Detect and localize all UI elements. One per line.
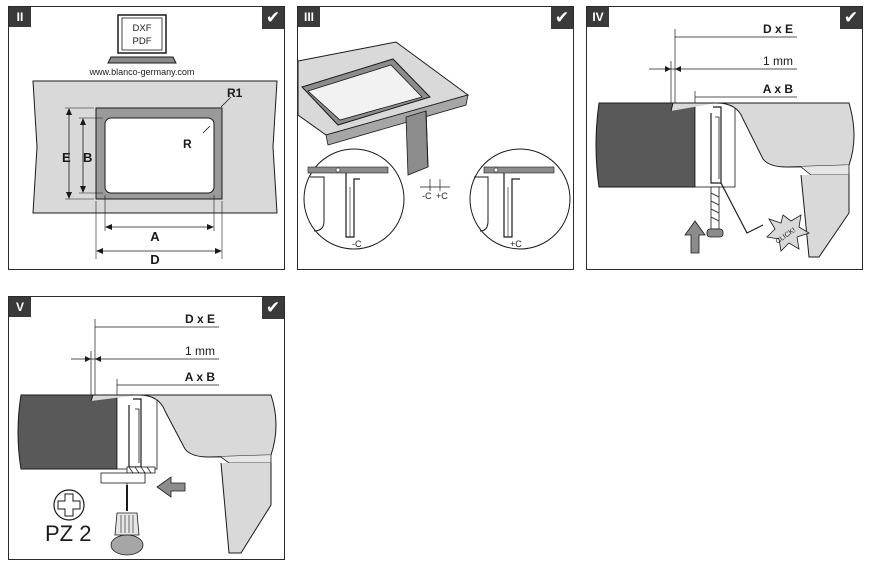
check-icon: ✔ bbox=[262, 297, 284, 319]
undercounter-fit-drawing: -C +C -C +C bbox=[298, 41, 571, 250]
label-pz2: PZ 2 bbox=[45, 521, 91, 546]
sink-rim-section bbox=[670, 102, 855, 168]
label-axb: A x B bbox=[185, 370, 216, 384]
sink-bowl-wall bbox=[800, 174, 850, 258]
label-e: E bbox=[62, 150, 71, 165]
website-url: www.blanco-germany.com bbox=[89, 67, 195, 77]
cabinet-side bbox=[405, 110, 429, 176]
panel-iv: IV ✔ D x E 1 mm A x B bbox=[586, 6, 863, 270]
label-b: B bbox=[83, 150, 92, 165]
label-d: D bbox=[150, 252, 159, 267]
clip-mount-drawing: D x E 1 mm A x B CLICK! bbox=[595, 22, 855, 258]
format-dxf: DXF bbox=[133, 23, 152, 34]
countertop-section bbox=[595, 102, 696, 188]
detail-minus-c: -C bbox=[303, 148, 405, 250]
check-icon: ✔ bbox=[840, 7, 862, 29]
sink-bowl-wall bbox=[220, 462, 272, 554]
label-a: A bbox=[150, 229, 160, 244]
screwdriver-icon bbox=[110, 485, 144, 556]
label-r: R bbox=[183, 137, 192, 151]
detail-plus-c: +C bbox=[469, 148, 571, 250]
step-badge: III bbox=[298, 7, 320, 27]
left-arrow-icon bbox=[156, 476, 186, 498]
clip-tighten-drawing: D x E 1 mm A x B bbox=[17, 312, 277, 556]
label-plus-c: +C bbox=[436, 191, 448, 201]
monitor-icon bbox=[107, 14, 177, 64]
countertop-section bbox=[17, 394, 118, 470]
step-badge: V bbox=[9, 297, 31, 317]
label-r1: R1 bbox=[227, 86, 243, 100]
label-1mm: 1 mm bbox=[185, 344, 215, 358]
panel-iii: III ✔ -C +C -C bbox=[297, 6, 574, 270]
up-arrow-icon bbox=[684, 220, 706, 254]
sink-bowl bbox=[104, 117, 215, 194]
label-minus-c: -C bbox=[422, 191, 432, 201]
panel-v: V ✔ D x E 1 mm A x B bbox=[8, 296, 285, 560]
svg-text:+C: +C bbox=[510, 239, 522, 249]
label-dxe: D x E bbox=[185, 312, 215, 326]
svg-text:-C: -C bbox=[352, 239, 362, 249]
click-burst-icon: CLICK! bbox=[766, 214, 810, 252]
cutout-dimension-drawing: DXF PDF www.blanco-germany.com R1 R E B bbox=[32, 14, 278, 267]
step-badge: IV bbox=[587, 7, 609, 27]
sink-rim-section bbox=[90, 394, 277, 458]
label-1mm: 1 mm bbox=[763, 54, 793, 68]
label-axb: A x B bbox=[763, 82, 794, 96]
pozidriv-head-icon bbox=[53, 489, 85, 521]
format-pdf: PDF bbox=[133, 36, 152, 47]
label-dxe: D x E bbox=[763, 22, 793, 36]
mounting-clip bbox=[706, 106, 764, 238]
panel-ii: II ✔ DXF PDF www.blanco-germany.com R1 R… bbox=[8, 6, 285, 270]
check-icon: ✔ bbox=[262, 7, 284, 29]
step-badge: II bbox=[9, 7, 31, 27]
check-icon: ✔ bbox=[551, 7, 573, 29]
